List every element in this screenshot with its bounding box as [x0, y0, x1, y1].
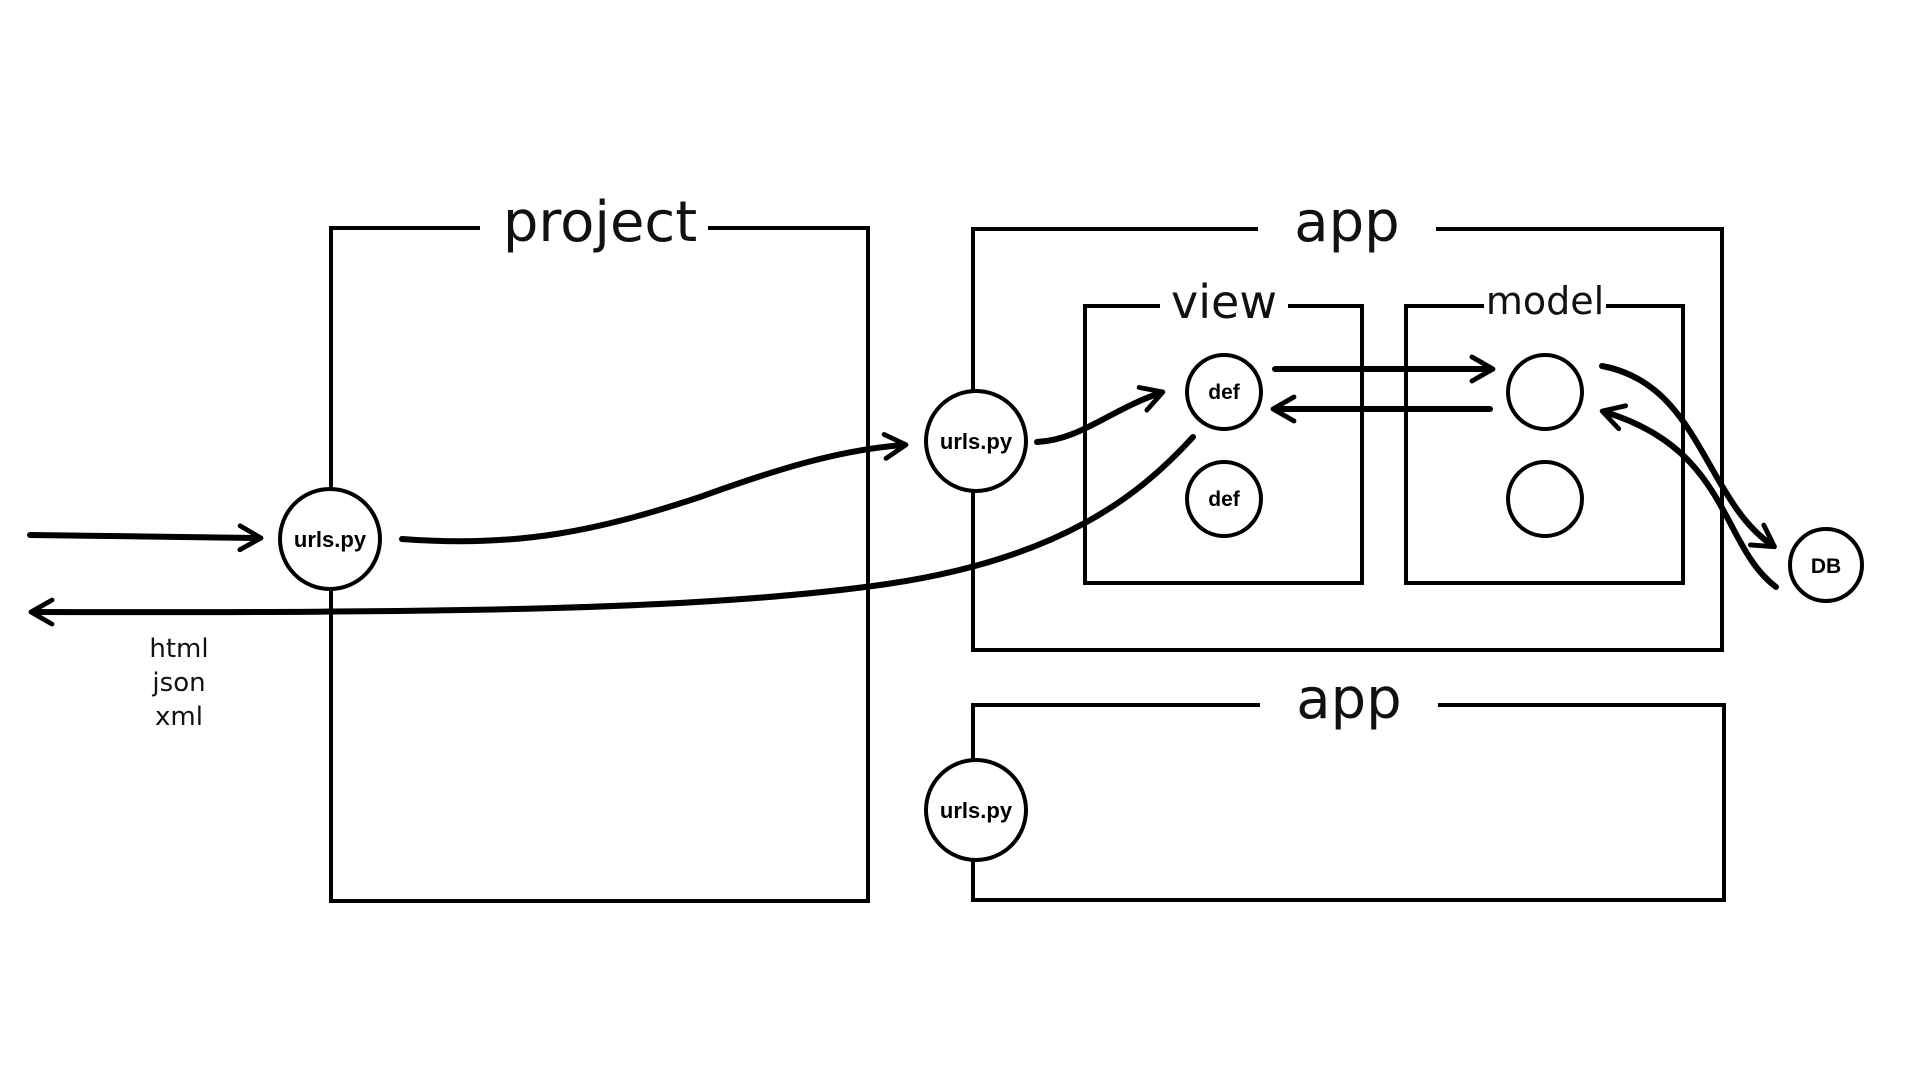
project-label: project	[503, 190, 697, 255]
model-container: model	[1404, 279, 1685, 585]
model-to-db-arrow	[1599, 363, 1777, 550]
request-in-arrow	[27, 523, 264, 553]
app-container-bottom: app	[971, 667, 1726, 902]
format-json: json	[151, 668, 205, 698]
app-bottom-urls-label: urls.py	[940, 798, 1013, 823]
app-top-urls-node: urls.py	[924, 389, 1028, 493]
model-node-1	[1506, 353, 1584, 431]
response-out-arrow	[28, 434, 1196, 627]
format-html: html	[149, 634, 208, 664]
project-to-app-arrow	[399, 432, 909, 545]
response-formats: html json xml	[149, 634, 208, 732]
db-label: DB	[1811, 555, 1841, 578]
view-def-node-1: def	[1185, 353, 1263, 431]
flow-arrows	[27, 354, 1779, 627]
model-label: model	[1486, 279, 1604, 323]
view-container: view	[1083, 275, 1364, 585]
format-xml: xml	[155, 702, 203, 732]
project-container: project	[329, 190, 870, 903]
view-label: view	[1171, 275, 1277, 329]
app-urls-to-view-arrow	[1034, 385, 1166, 445]
view-def-1-label: def	[1208, 381, 1241, 404]
project-urls-label: urls.py	[294, 527, 367, 552]
app-bottom-urls-node: urls.py	[924, 758, 1028, 862]
app-top-urls-label: urls.py	[940, 429, 1013, 454]
db-to-model-arrow	[1599, 403, 1779, 590]
db-node: DB	[1788, 527, 1864, 603]
app-top-label: app	[1294, 190, 1399, 255]
view-def-node-2: def	[1185, 460, 1263, 538]
app-bottom-label: app	[1296, 667, 1401, 732]
view-def-2-label: def	[1208, 488, 1241, 511]
project-urls-node: urls.py	[278, 487, 382, 591]
model-node-2	[1506, 460, 1584, 538]
